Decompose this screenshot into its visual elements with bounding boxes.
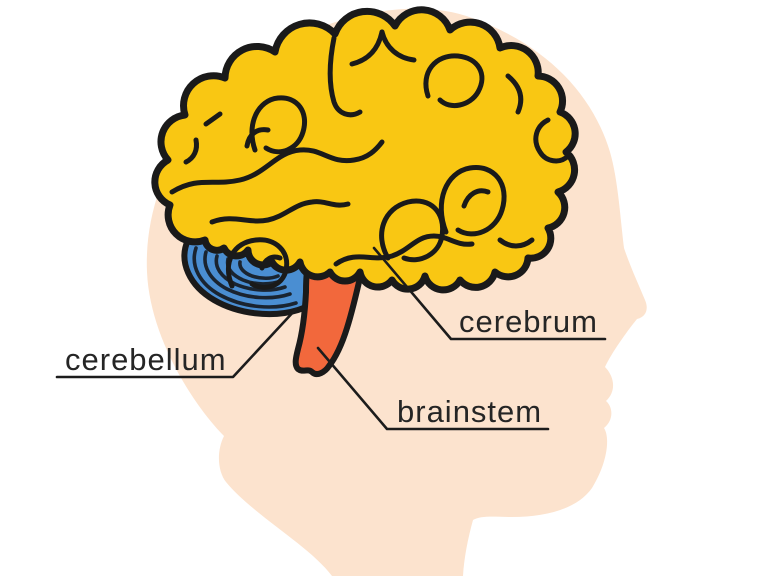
cerebellum-label: cerebellum: [65, 342, 227, 377]
cerebellum-stripe: [192, 246, 298, 309]
cerebellum-stripe: [203, 250, 292, 300]
brainstem-leader-line: [316, 346, 550, 431]
cerebellum-stripe: [214, 254, 287, 292]
cerebrum-sulci: [169, 29, 571, 290]
brainstem-label: brainstem: [397, 394, 542, 429]
cerebrum-leader-line: [372, 246, 607, 341]
cerebrum-label: cerebrum: [459, 304, 598, 339]
cerebellum-leader-line: [55, 307, 298, 379]
cerebellum-stripe: [238, 260, 280, 281]
